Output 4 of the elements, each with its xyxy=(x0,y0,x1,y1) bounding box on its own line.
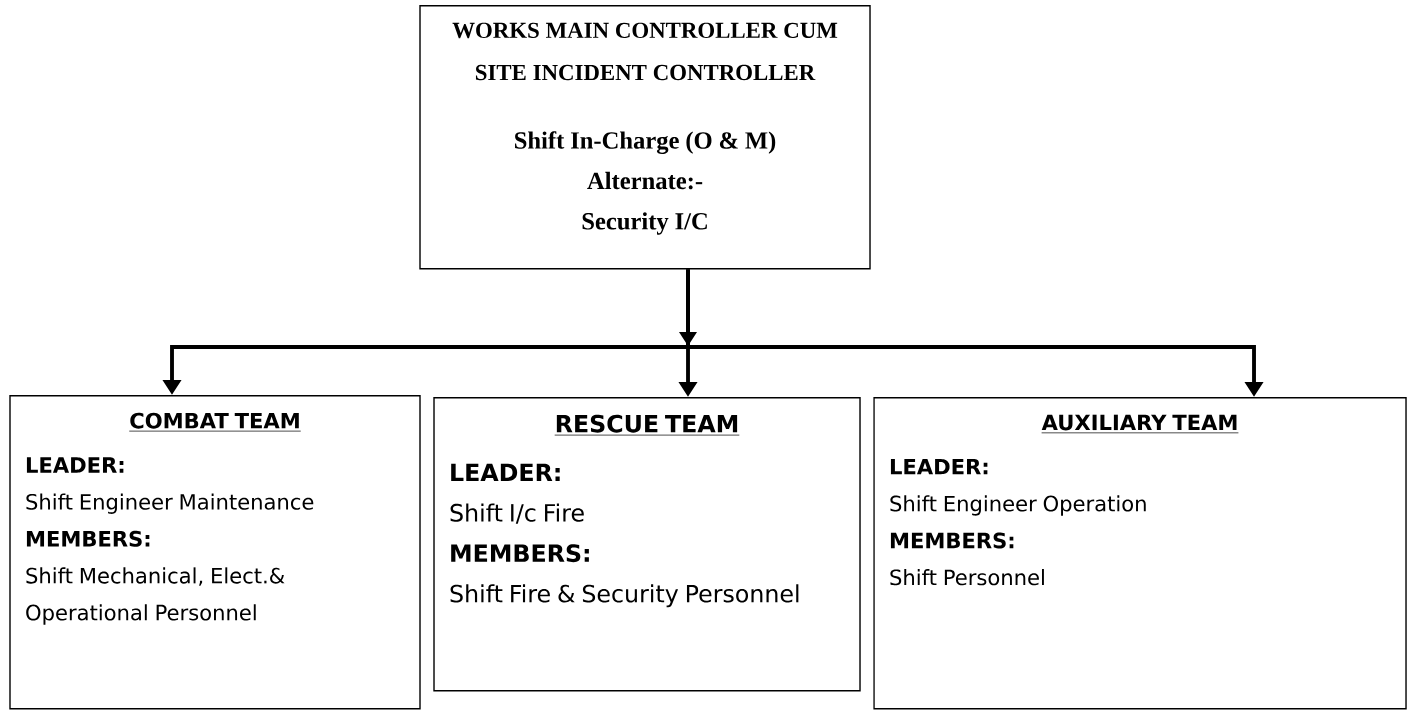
team-box: COMBAT TEAM LEADER: Shift Engineer Maintenance MEMBERS: Shift Mechanical, Elect.& Operational Personnel xyxy=(9,395,421,710)
team-box: AUXILIARY TEAM LEADER: Shift Engineer Operation MEMBERS: Shift Personnel xyxy=(873,397,1407,710)
team-box: RESCUE TEAM LEADER: Shift I/c Fire MEMBERS: Shift Fire & Security Personnel xyxy=(433,397,861,692)
controller-box: WORKS MAIN CONTROLLER CUM SITE INCIDENT CONTROLLER Shift In-Charge (O & M) Alternate:- Security I/C xyxy=(419,5,871,270)
